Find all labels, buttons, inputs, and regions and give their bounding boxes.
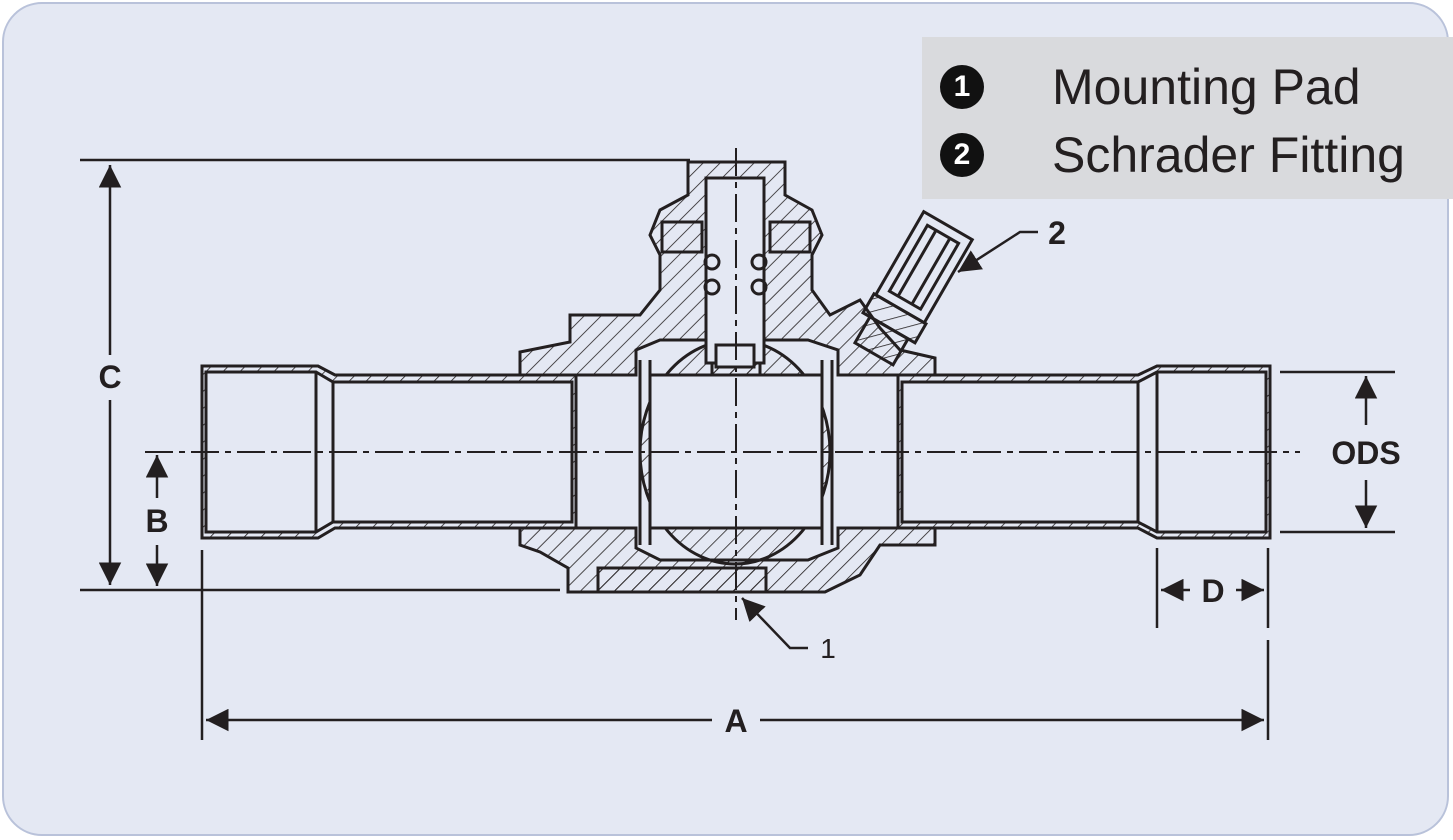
- legend-label-schrader-fitting: Schrader Fitting: [1052, 127, 1405, 183]
- legend-number-2: 2: [940, 133, 984, 177]
- dimension-label-c: C: [98, 359, 121, 395]
- legend-box: 1 Mounting Pad 2 Schrader Fitting: [922, 37, 1453, 199]
- center-lines: [145, 148, 1300, 620]
- dimension-label-d: D: [1201, 573, 1224, 609]
- callout-label-1: 1: [820, 633, 836, 664]
- legend-number-1: 1: [940, 65, 984, 109]
- dimension-label-b: B: [145, 503, 168, 539]
- dimension-lines: [80, 158, 1395, 740]
- callout-label-2: 2: [1048, 215, 1066, 251]
- schrader-fitting: [852, 209, 975, 367]
- dimension-label-ods: ODS: [1331, 435, 1400, 471]
- legend-label-mounting-pad: Mounting Pad: [1052, 59, 1361, 115]
- dimension-label-a: A: [724, 703, 747, 739]
